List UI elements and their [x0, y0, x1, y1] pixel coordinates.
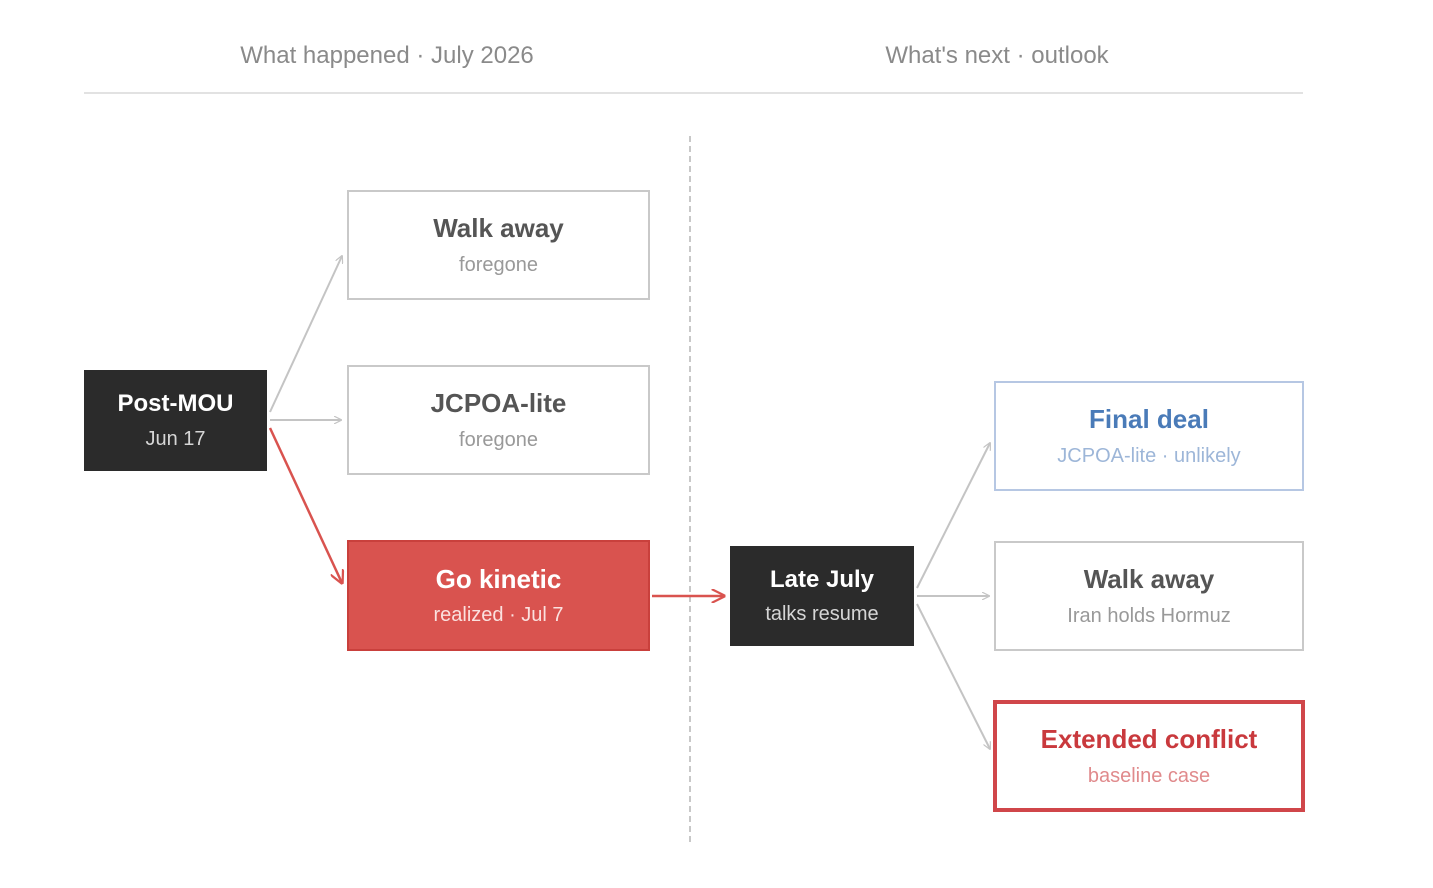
node-subtitle: JCPOA-lite · unlikely: [1057, 444, 1241, 467]
edge-latejuly-finaldeal: [916, 443, 990, 589]
node-title: Late July: [769, 565, 875, 593]
node-subtitle: baseline case: [1087, 764, 1211, 787]
node-subtitle: realized · Jul 7: [433, 604, 564, 627]
node-title: Walk away: [1083, 564, 1215, 595]
node-walk-away-past: Walk away foregone: [347, 190, 650, 300]
header-what-happened: What happened · July 2026: [240, 42, 534, 69]
node-subtitle: Jun 17: [145, 427, 206, 450]
node-post-mou: Post-MOU Jun 17: [84, 370, 267, 471]
node-title: Post-MOU: [117, 390, 234, 418]
node-jcpoa-lite-past: JCPOA-lite foregone: [347, 365, 650, 475]
node-final-deal: Final deal JCPOA-lite · unlikely: [994, 381, 1304, 491]
node-subtitle: foregone: [459, 428, 538, 451]
node-subtitle: talks resume: [765, 603, 879, 626]
node-title: Walk away: [433, 213, 564, 244]
node-extended-conflict: Extended conflict baseline case: [993, 700, 1305, 812]
edge-postmou-kinetic: [268, 427, 342, 583]
node-go-kinetic: Go kinetic realized · Jul 7: [347, 540, 650, 651]
edge-postmou-walkaway: [269, 256, 342, 413]
node-subtitle: Iran holds Hormuz: [1067, 604, 1231, 627]
timeline-divider: [689, 136, 691, 842]
node-title: Go kinetic: [435, 563, 562, 594]
node-title: Final deal: [1089, 404, 1209, 435]
node-walk-away-next: Walk away Iran holds Hormuz: [994, 541, 1304, 651]
node-subtitle: foregone: [459, 253, 538, 276]
header-rule: [84, 92, 1303, 94]
node-title: Extended conflict: [1040, 724, 1258, 755]
node-late-july: Late July talks resume: [730, 546, 914, 646]
node-title: JCPOA-lite: [430, 388, 567, 419]
header-whats-next: What's next · outlook: [885, 42, 1109, 69]
edge-latejuly-conflict: [916, 603, 990, 749]
